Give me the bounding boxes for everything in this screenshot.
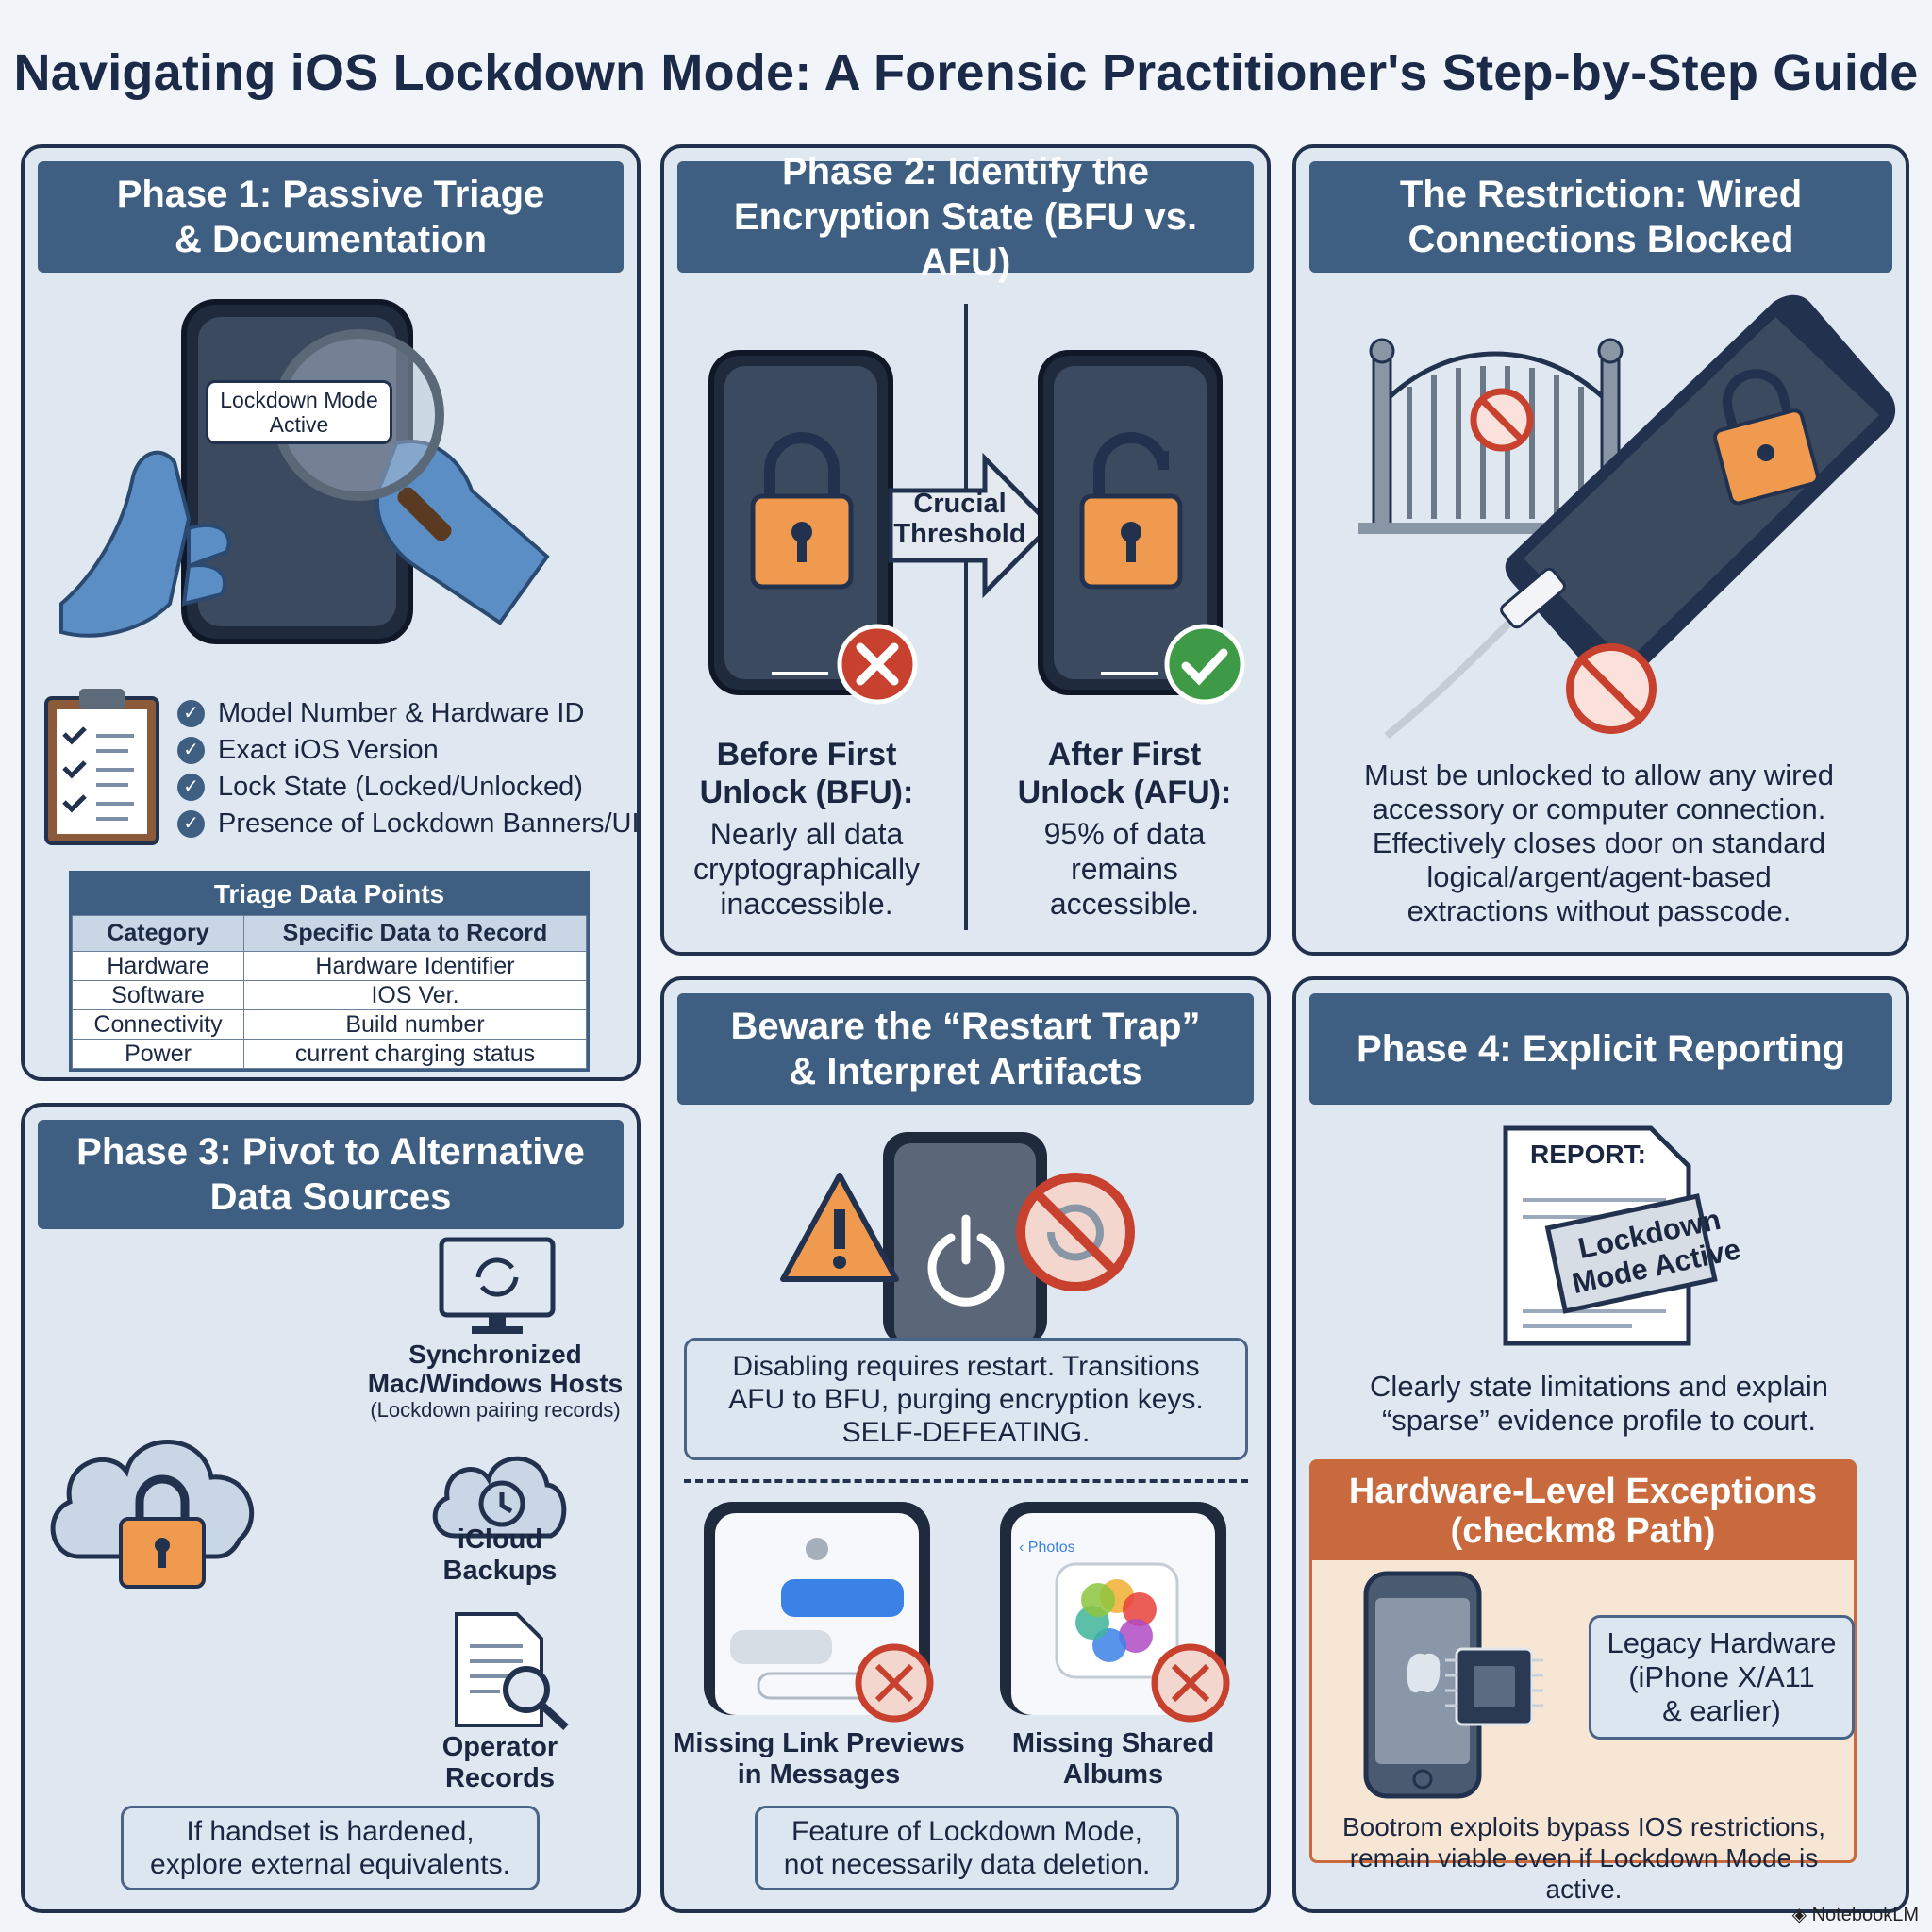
x-badge-icon: [837, 624, 918, 705]
usb-cable-icon: [1384, 567, 1566, 740]
bfu-title: Before First Unlock (BFU):: [699, 737, 914, 810]
lock-icon: [750, 432, 854, 590]
lock-icon: [1712, 369, 1820, 506]
document-search-icon: [455, 1612, 569, 1730]
restriction-description: Must be unlocked to allow any wired acce…: [1364, 758, 1834, 927]
triage-checklist: ✓Model Number & Hardware ID ✓Exact iOS V…: [177, 695, 640, 842]
restart-callout: Disabling requires restart. Transitions …: [684, 1338, 1248, 1460]
no-restart-icon: [1016, 1173, 1135, 1291]
gate-icon: [1358, 338, 1641, 534]
phase4-description: Clearly state limitations and explain “s…: [1370, 1370, 1828, 1437]
operator-records-label: Operator Records: [441, 1732, 558, 1793]
notebooklm-watermark: ◈ NotebookLM: [1791, 1905, 1919, 1925]
afu-phone-illustration: [1038, 350, 1245, 705]
legacy-hardware-callout: Legacy Hardware (iPhone X/A11 & earlier): [1589, 1615, 1855, 1740]
report-icon: [1503, 1125, 1718, 1346]
phase4-heading: Phase 4: Explicit Reporting: [1309, 993, 1892, 1105]
check-icon: ✓: [177, 737, 205, 764]
crucial-threshold-label: Crucial Threshold: [893, 489, 1026, 549]
no-entry-icon: [1470, 388, 1534, 452]
hosts-title: Synchronized Mac/Windows Hosts: [367, 1340, 624, 1398]
table-header: Category: [72, 915, 244, 952]
triage-data-table: Triage Data Points Category Specific Dat…: [69, 871, 590, 1072]
hardware-exceptions-heading: Hardware-Level Exceptions (checkm8 Path): [1312, 1462, 1854, 1560]
cloud-lock-icon: [50, 1440, 255, 1589]
hosts-subtitle: (Lockdown pairing records): [370, 1398, 621, 1422]
no-entry-icon: [1566, 643, 1657, 734]
check-icon: ✓: [177, 810, 205, 838]
phase3-heading: Phase 3: Pivot to Alternative Data Sourc…: [38, 1120, 624, 1229]
tilted-phone: [1505, 294, 1896, 687]
check-icon: ✓: [177, 774, 205, 801]
checklist-item: ✓Lock State (Locked/Unlocked): [177, 769, 640, 806]
checklist-item: ✓Presence of Lockdown Banners/UI: [177, 806, 640, 842]
threshold-arrow: [888, 452, 1055, 599]
afu-description: 95% of data remains accessible.: [1043, 817, 1206, 921]
table-header: Specific Data to Record: [243, 915, 587, 952]
warning-icon: [780, 1173, 899, 1282]
left-glove: [59, 450, 192, 638]
blocked-connection-illustration: [1358, 294, 1896, 740]
dashed-separator: [684, 1479, 1248, 1483]
cloud-history-icon: [432, 1456, 567, 1539]
phase2-heading: Phase 2: Identify the Encryption State (…: [677, 151, 1254, 283]
check-badge-icon: [1164, 624, 1245, 705]
clipboard-icon: [44, 689, 159, 845]
restart-trap-illustration: [780, 1132, 1135, 1345]
photos-back-link: ‹ Photos: [1019, 1540, 1075, 1556]
no-entry-icon: [1151, 1643, 1230, 1723]
lockdown-active-bubble: Lockdown Mode Active: [206, 380, 392, 444]
panel-restriction: The Restriction: Wired Connections Block…: [1292, 144, 1909, 956]
checklist-item: ✓Exact iOS Version: [177, 732, 640, 769]
restriction-heading: The Restriction: Wired Connections Block…: [1309, 161, 1892, 273]
apple-logo-icon: [1407, 1653, 1441, 1693]
checklist-item: ✓Model Number & Hardware ID: [177, 695, 640, 732]
bootrom-description: Bootrom exploits bypass IOS restrictions…: [1342, 1812, 1825, 1904]
bfu-description: Nearly all data cryptographically inacce…: [692, 817, 921, 921]
bfu-afu-divider: [964, 304, 968, 930]
monitor-sync-icon: [439, 1237, 556, 1334]
missing-albums-label: Missing Shared Albums: [1011, 1728, 1215, 1790]
restart-note: Feature of Lockdown Mode, not necessaril…: [755, 1806, 1179, 1890]
afu-title: After First Unlock (AFU):: [1017, 737, 1232, 810]
missing-links-label: Missing Link Previews in Messages: [673, 1728, 965, 1790]
table-caption: Triage Data Points: [72, 874, 587, 915]
icloud-backups-label: iCloud Backups: [442, 1524, 558, 1586]
legacy-iphone-illustration: [1363, 1571, 1543, 1799]
report-label: REPORT:: [1530, 1140, 1646, 1169]
bfu-phone-illustration: [708, 350, 918, 705]
phase1-heading: Phase 1: Passive Triage & Documentation: [38, 161, 624, 273]
no-entry-icon: [855, 1643, 934, 1723]
page-title: Navigating iOS Lockdown Mode: A Forensic…: [13, 44, 1919, 101]
photos-phone-illustration: [1000, 1502, 1230, 1723]
messages-phone-illustration: [704, 1502, 934, 1723]
phase3-note: If handset is hardened, explore external…: [121, 1806, 540, 1890]
photos-flower-icon: [1075, 1579, 1157, 1662]
phone-in-gloved-hands-illustration: [59, 299, 550, 644]
notebooklm-logo-icon: ◈: [1791, 1905, 1812, 1925]
unlock-icon: [1079, 432, 1183, 590]
power-icon: [927, 1214, 1005, 1307]
chip-icon: [1445, 1647, 1543, 1726]
restart-heading: Beware the “Restart Trap” & Interpret Ar…: [677, 993, 1254, 1105]
check-icon: ✓: [177, 700, 205, 727]
